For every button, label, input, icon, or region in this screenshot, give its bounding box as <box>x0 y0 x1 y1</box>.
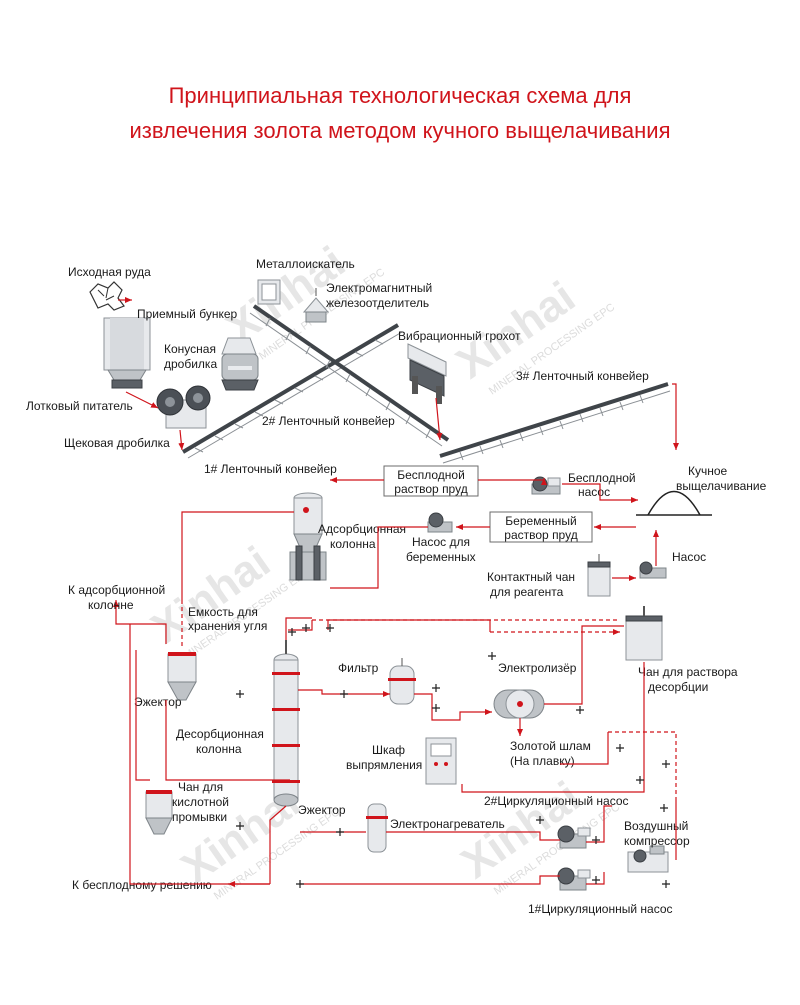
electric-heater-icon <box>366 803 388 853</box>
conveyor-3 <box>439 382 671 464</box>
adsorption-column-icon <box>289 492 327 581</box>
label-barren-pump-2: насос <box>578 485 610 499</box>
pregnant-pond-box <box>489 511 593 543</box>
label-desorption-column-2: колонна <box>196 742 242 756</box>
vibrating-screen-icon <box>407 343 447 404</box>
label-pregnant-pump-1: Насос для <box>412 535 470 549</box>
label-receiving-bin: Приемный бункер <box>137 307 238 321</box>
label-heap-leach-1: Кучное <box>688 464 728 478</box>
label-reagent-tank-1: Контактный чан <box>487 570 575 584</box>
valve-marks <box>236 624 670 888</box>
title-line-1: Принципиальная технологическая схема для <box>169 83 632 108</box>
label-pregnant-pond-2: раствор пруд <box>504 528 577 542</box>
label-raw-ore: Исходная руда <box>68 265 151 279</box>
circulation-pump-2-icon <box>557 825 591 849</box>
label-magnetic-separator-1: Электромагнитный <box>326 281 432 295</box>
label-apron-feeder: Лотковый питатель <box>26 399 133 413</box>
label-desorption-tank-1: Чан для раствора <box>638 665 738 679</box>
desorption-flow-lines <box>129 617 677 887</box>
label-conveyor-2: 2# Ленточный конвейер <box>262 414 395 428</box>
label-cone-crusher-2: дробилка <box>164 357 217 371</box>
label-filter: Фильтр <box>338 661 379 675</box>
label-heap-leach-2: выщелачивание <box>676 479 767 493</box>
label-conveyor-1: 1# Ленточный конвейер <box>204 462 337 476</box>
label-barren-pond-1: Бесплодной <box>397 468 465 482</box>
metal-detector-icon <box>257 279 281 305</box>
acid-washing-tank-icon <box>145 790 173 835</box>
label-pregnant-pump-2: беременных <box>406 550 476 564</box>
label-adsorption-column-2: колонна <box>330 537 376 551</box>
label-air-compressor-2: компрессор <box>624 834 690 848</box>
label-reagent-tank-2: для реагента <box>490 585 564 599</box>
label-rectifier-1: Шкаф <box>372 743 405 757</box>
label-barren-pump-1: Бесплодной <box>568 471 636 485</box>
pregnant-pump-icon <box>427 512 453 533</box>
desorption-solution-tank-icon <box>625 606 663 661</box>
pump-icon <box>639 561 667 579</box>
electrolyzer-icon <box>493 689 545 719</box>
cone-crusher-icon <box>221 337 259 391</box>
label-acid-tank-2: кислотной <box>172 795 229 809</box>
desorption-column-icon <box>272 640 300 807</box>
label-carbon-tank-2: хранения угля <box>188 619 267 633</box>
label-ejector-bottom: Эжектор <box>298 803 346 817</box>
receiving-bin-icon <box>103 317 151 389</box>
label-gold-sludge-1: Золотой шлам <box>510 739 591 753</box>
label-ejector-top: Эжектор <box>134 695 182 709</box>
label-to-adsorption-1: К адсорбционной <box>68 583 165 597</box>
label-to-adsorption-2: колонне <box>88 598 134 612</box>
leaching-flow-lines <box>113 477 659 648</box>
label-acid-tank-1: Чан для <box>178 780 223 794</box>
label-desorption-tank-2: десорбции <box>648 680 708 694</box>
label-gold-sludge-2: (На плавку) <box>510 754 575 768</box>
air-compressor-icon <box>627 845 669 873</box>
rectifier-cabinet-icon <box>425 737 457 785</box>
heap-leach-icon <box>636 490 712 516</box>
jaw-crusher-icon <box>156 385 211 429</box>
label-acid-tank-3: промывки <box>172 810 227 824</box>
label-circ-pump-2: 2#Циркуляционный насос <box>484 794 629 808</box>
label-pregnant-pond-1: Беременный <box>505 514 576 528</box>
label-conveyor-3: 3# Ленточный конвейер <box>516 369 649 383</box>
carbon-storage-tank-icon <box>167 652 197 701</box>
label-electric-heater: Электронагреватель <box>390 817 505 831</box>
label-vibrating-screen: Вибрационный грохот <box>398 329 521 343</box>
title-line-2: извлечения золота методом кучного выщела… <box>129 118 670 143</box>
circulation-pump-1-icon <box>557 867 591 891</box>
label-pump: Насос <box>672 550 706 564</box>
label-magnetic-separator-2: железоотделитель <box>326 296 429 310</box>
label-jaw-crusher: Щековая дробилка <box>64 436 170 450</box>
magnetic-separator-icon <box>302 288 330 323</box>
label-cone-crusher-1: Конусная <box>164 342 216 356</box>
label-electrolyzer: Электролизёр <box>498 661 577 675</box>
label-rectifier-2: выпрямления <box>346 758 422 772</box>
conveyor-2 <box>249 304 450 447</box>
label-to-barren: К бесплодному решению <box>72 878 212 892</box>
label-air-compressor-1: Воздушный <box>624 819 688 833</box>
label-metal-detector: Металлоискатель <box>256 257 355 271</box>
label-desorption-column-1: Десорбционная <box>176 727 264 741</box>
label-adsorption-column-1: Адсорбционная <box>318 522 406 536</box>
reagent-tank-icon <box>587 554 611 597</box>
label-barren-pond-2: раствор пруд <box>394 482 467 496</box>
label-circ-pump-1: 1#Циркуляционный насос <box>528 902 673 916</box>
barren-pond-box <box>383 465 479 497</box>
label-carbon-tank-1: Емкость для <box>188 605 258 619</box>
filter-icon <box>388 658 416 705</box>
raw-ore-icon <box>89 281 125 311</box>
